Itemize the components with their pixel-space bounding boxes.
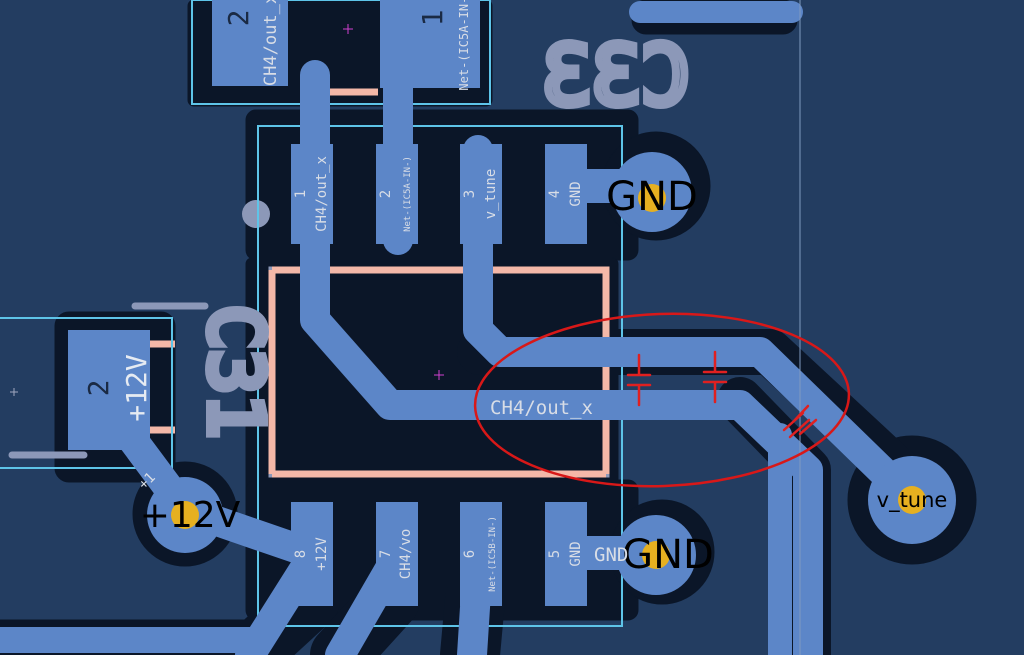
vias: [147, 152, 956, 595]
top-pad1-net: Net-(IC5A-IN-): [457, 0, 471, 91]
left-pad2-net: +12V: [120, 354, 153, 422]
ic-pin7-net: CH4/vo: [398, 529, 414, 580]
anchor-markers: [10, 24, 444, 396]
ic-pin3-num: 3: [462, 190, 478, 198]
ic-bottom-pin-labels: 8 +12V 7 CH4/vo 6 Net-(IC5B-IN-) 5 GND: [293, 516, 584, 592]
courtyards: [0, 0, 623, 627]
ic-pin6-num: 6: [462, 550, 478, 558]
ic-pin8-net: +12V: [314, 537, 330, 571]
via-gnd-bottom-label: GND: [622, 532, 714, 578]
tracks: [0, 1, 927, 655]
ic-pin2-net: Net-(IC5A-IN-): [403, 156, 413, 232]
track-label-ch4-out-x: CH4/out_x: [490, 397, 593, 419]
ic-pin4-net: GND: [568, 181, 584, 206]
drc-markers: [626, 350, 818, 439]
top-pad1-num: 1: [416, 10, 449, 27]
ic-pin8-num: 8: [293, 550, 309, 558]
via-12v-label: +12V: [140, 495, 241, 536]
ic-pin3-net: v_tune: [483, 169, 499, 220]
ref-c33: C33: [542, 29, 690, 124]
smd-pads: [68, 0, 587, 606]
ic-pin5-num: 5: [547, 550, 563, 558]
track-ch4-out-x: [300, 60, 823, 655]
via-gnd-bottom-small-label: GND: [594, 544, 628, 566]
left-pad2-num: 2: [82, 380, 115, 397]
top-pad2-num: 2: [222, 10, 255, 27]
ic-pin4-num: 4: [547, 190, 563, 198]
ic-pin1-num: 1: [293, 190, 309, 198]
ref-c31: C31: [192, 305, 278, 439]
ic-top-pin-labels: 1 CH4/out_x 2 Net-(IC5A-IN-) 3 v_tune 4 …: [293, 156, 584, 232]
ic-pin2-num: 2: [378, 190, 394, 198]
ic-pin1-net: CH4/out_x: [314, 156, 330, 232]
pin1-dot: [242, 200, 270, 228]
ic-pin5-net: GND: [568, 541, 584, 566]
via-gnd-top-label: GND: [606, 174, 698, 220]
track-vtune: [463, 135, 927, 515]
ic-pin6-net: Net-(IC5B-IN-): [488, 516, 498, 592]
highlight-ellipse: [473, 312, 851, 488]
via-vtune-label: v_tune: [877, 488, 948, 513]
top-pad2-net: CH4/out_x: [261, 0, 281, 86]
ic-pin7-num: 7: [378, 550, 394, 558]
